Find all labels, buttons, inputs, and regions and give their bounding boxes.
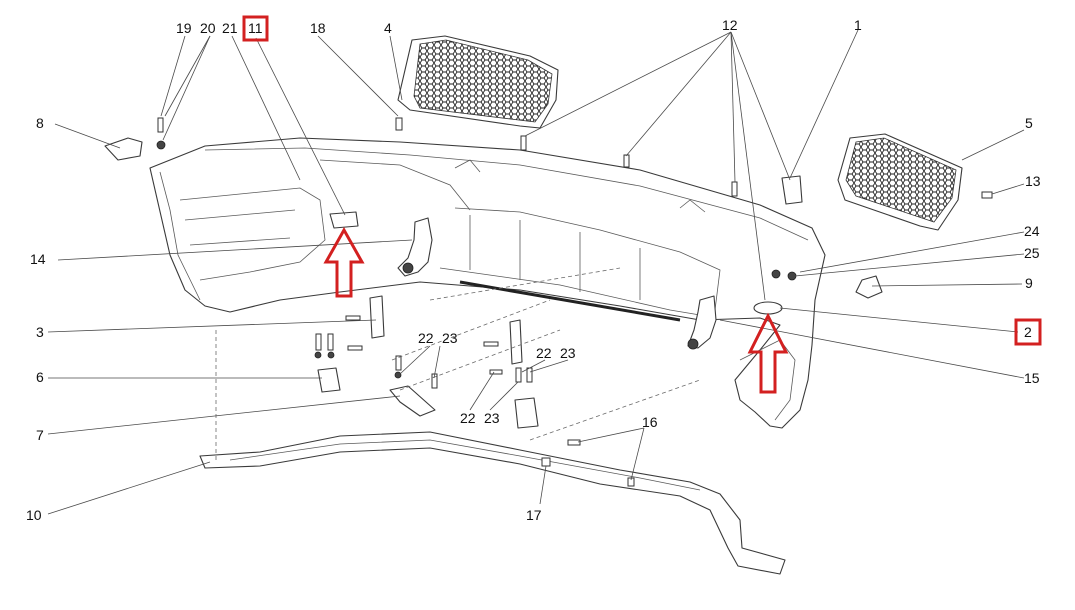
right-fog-grille-part-5 [837, 133, 963, 231]
callout-4: 4 [384, 20, 392, 36]
callout-5: 5 [1025, 115, 1033, 131]
callout-11: 11 [248, 20, 263, 36]
assembly-dashed-lines [215, 267, 701, 460]
callout-23-c: 23 [560, 345, 576, 361]
callout-8: 8 [36, 115, 44, 131]
callout-22-b: 22 [460, 410, 476, 426]
callout-labels: 19 20 21 11 18 4 12 1 8 5 13 24 25 14 9 … [26, 15, 1042, 523]
callout-2: 2 [1024, 324, 1032, 340]
highlight-arrow-part-2 [747, 312, 789, 394]
callout-22-a: 22 [418, 330, 434, 346]
right-bracket-part-15 [687, 295, 717, 350]
callout-7: 7 [36, 427, 44, 443]
callout-13: 13 [1025, 173, 1041, 189]
lower-spoiler-part-10 [199, 431, 786, 575]
callout-23-b: 23 [484, 410, 500, 426]
callout-10: 10 [26, 507, 42, 523]
callout-1: 1 [854, 17, 862, 33]
callout-14: 14 [30, 251, 46, 267]
callout-16: 16 [642, 414, 658, 430]
callout-9: 9 [1025, 275, 1033, 291]
callout-18: 18 [310, 20, 326, 36]
callout-12: 12 [722, 17, 738, 33]
callout-3: 3 [36, 324, 44, 340]
callout-17: 17 [526, 507, 542, 523]
callout-22-c: 22 [536, 345, 552, 361]
left-bracket-part-14 [397, 217, 433, 277]
callout-20: 20 [200, 20, 216, 36]
highlight-box-2 [1014, 318, 1042, 346]
callout-19: 19 [176, 20, 192, 36]
mounting-brackets-and-fasteners [104, 117, 993, 487]
callout-24: 24 [1024, 223, 1040, 239]
callout-25: 25 [1024, 245, 1040, 261]
left-fog-grille-part-4 [397, 35, 559, 129]
highlight-box-11 [242, 15, 269, 42]
bumper-cover [149, 137, 826, 429]
callout-23-a: 23 [442, 330, 458, 346]
highlight-arrow-part-11 [323, 226, 365, 298]
leader-lines [47, 29, 1025, 515]
callout-15: 15 [1024, 370, 1040, 386]
callout-6: 6 [36, 369, 44, 385]
callout-21: 21 [222, 20, 238, 36]
